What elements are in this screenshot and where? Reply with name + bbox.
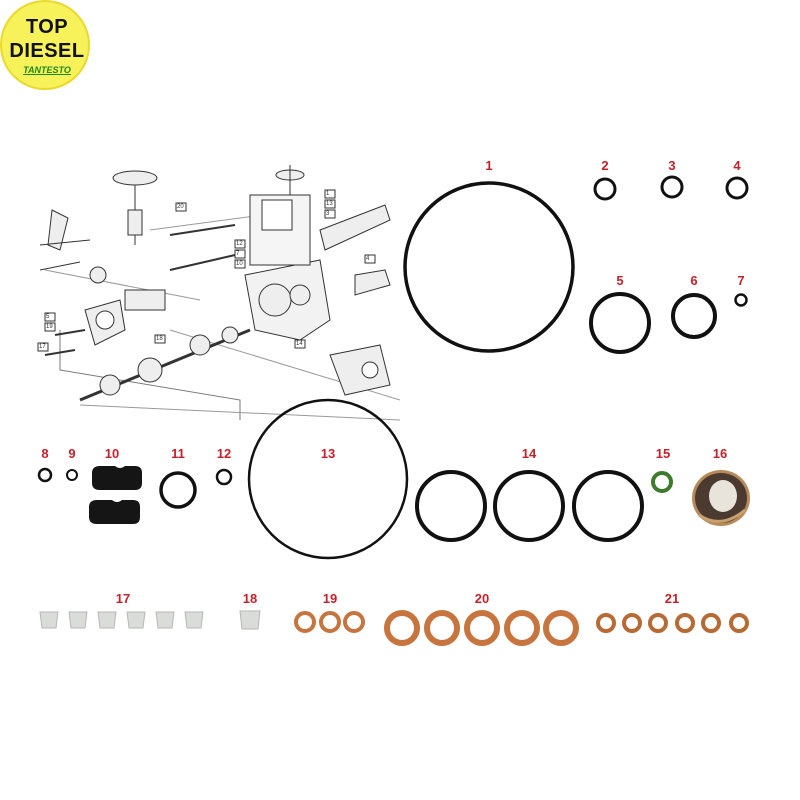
diagram-callout: 17 bbox=[39, 344, 46, 350]
part-label-5: 5 bbox=[616, 273, 624, 288]
diagram-callout: 5 bbox=[46, 314, 50, 320]
part-8-oring bbox=[37, 467, 53, 483]
part-label-19: 19 bbox=[322, 591, 338, 606]
part-label-15: 15 bbox=[655, 446, 671, 461]
part-13-large-oring bbox=[247, 398, 409, 560]
brand-logo: TOP DIESEL TANTESTO bbox=[0, 0, 90, 90]
part-9-oring bbox=[66, 469, 78, 481]
logo-text-top: TOP bbox=[25, 16, 69, 38]
part-label-16: 16 bbox=[712, 446, 728, 461]
part-label-3: 3 bbox=[668, 158, 676, 173]
part-label-14: 14 bbox=[521, 446, 537, 461]
part-label-10: 10 bbox=[104, 446, 120, 461]
part-18-nylon-bushing bbox=[239, 610, 261, 630]
logo-tagline: TANTESTO bbox=[23, 65, 71, 75]
diagram-callout: 10 bbox=[236, 261, 243, 267]
part-2-oring bbox=[593, 177, 617, 201]
diagram-callout: 3 bbox=[326, 211, 330, 217]
diagram-callout: 20 bbox=[177, 204, 184, 210]
diagram-callout: 14 bbox=[296, 341, 303, 347]
part-5-oring bbox=[589, 292, 651, 354]
diagram-callout: 1 bbox=[326, 191, 330, 197]
part-17-nylon-bushings bbox=[39, 611, 204, 629]
diagram-callout: 13 bbox=[326, 201, 333, 207]
part-12-oring bbox=[215, 468, 233, 486]
part-16-shaft-seal bbox=[692, 470, 750, 526]
part-label-2: 2 bbox=[601, 158, 609, 173]
part-4-oring bbox=[725, 176, 749, 200]
part-label-7: 7 bbox=[737, 273, 745, 288]
part-label-17: 17 bbox=[115, 591, 131, 606]
part-label-1: 1 bbox=[485, 158, 493, 173]
part-label-9: 9 bbox=[68, 446, 76, 461]
part-label-20: 20 bbox=[474, 591, 490, 606]
part-1-large-oring bbox=[403, 181, 575, 353]
exploded-pump-diagram bbox=[37, 165, 401, 421]
part-label-13: 13 bbox=[320, 446, 336, 461]
part-label-11: 11 bbox=[171, 446, 185, 461]
part-19-copper-washers bbox=[294, 611, 365, 633]
diagram-callout: 4 bbox=[366, 256, 370, 262]
part-3-oring bbox=[660, 175, 684, 199]
logo-text-diesel: DIESEL bbox=[9, 40, 85, 62]
part-label-21: 21 bbox=[664, 591, 680, 606]
part-14-orings bbox=[415, 470, 644, 542]
part-21-bonded-washers bbox=[596, 613, 749, 633]
part-label-12: 12 bbox=[216, 446, 232, 461]
part-15-green-oring bbox=[651, 471, 673, 493]
part-20-copper-washers bbox=[384, 610, 579, 646]
part-label-6: 6 bbox=[690, 273, 698, 288]
part-label-8: 8 bbox=[41, 446, 49, 461]
diagram-callout: 18 bbox=[156, 336, 163, 342]
part-6-oring bbox=[671, 293, 717, 339]
part-label-4: 4 bbox=[733, 158, 741, 173]
part-7-oring bbox=[734, 293, 748, 307]
diagram-callout: 7 bbox=[236, 251, 240, 257]
diagram-callout: 19 bbox=[46, 324, 53, 330]
diagram-callout: 12 bbox=[236, 241, 243, 247]
part-11-oring bbox=[159, 471, 197, 509]
part-label-18: 18 bbox=[242, 591, 258, 606]
part-10-rubber-blocks bbox=[89, 466, 142, 524]
